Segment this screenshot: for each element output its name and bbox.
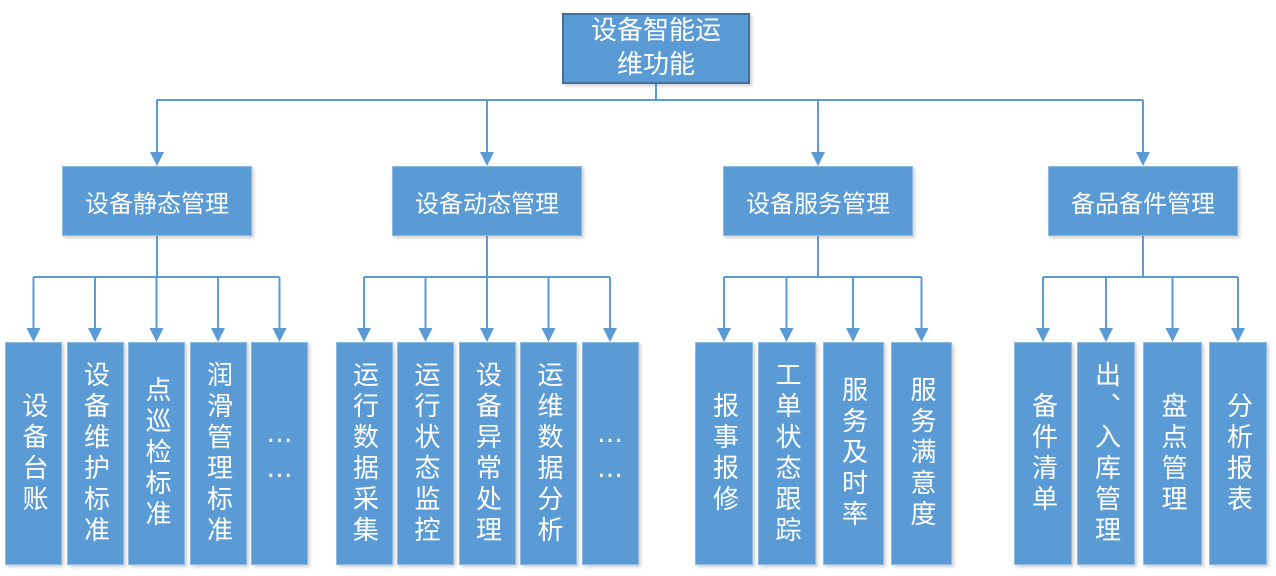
leaf-label: 运行状态监控 [410, 360, 440, 547]
arrowhead-leaf [779, 328, 794, 342]
leaf-label: 分析报表 [1222, 391, 1253, 516]
leaf-label: 出、入库管理 [1090, 360, 1121, 547]
arrowhead-branch-1 [150, 152, 164, 166]
leaf-node-stocktaking-mgmt: 盘点管理 [1143, 342, 1202, 565]
leaf-label: 运行数据采集 [348, 360, 379, 547]
leaf-label: 润滑管理标准 [202, 360, 233, 547]
leaf-label: 设备台账 [18, 391, 48, 516]
root-label-line-2: 维功能 [616, 49, 695, 80]
leaf-node-spare-parts-list: 备件清单 [1014, 342, 1072, 565]
leaf-node-abnormality-handling: 设备异常处理 [458, 342, 516, 565]
root-node: 设备智能运 维功能 [562, 13, 750, 84]
leaf-node-status-monitoring: 运行状态监控 [397, 342, 454, 565]
branch-node-spare-parts-mgmt: 备品备件管理 [1048, 166, 1238, 236]
leaf-node-om-data-analysis: 运维数据分析 [520, 342, 577, 565]
leaf-node-analysis-report: 分析报表 [1209, 342, 1267, 565]
leaf-node-ellipsis-dynamic: …… [581, 342, 639, 565]
root-label-line-1: 设备智能运 [590, 16, 721, 47]
leaf-node-equipment-ledger: 设备台账 [5, 342, 62, 565]
arrowhead-leaf [1099, 328, 1113, 342]
leaf-node-maintenance-standard: 设备维护标准 [66, 342, 124, 565]
arrowhead-leaf [846, 328, 860, 342]
arrowhead-branch-2 [480, 152, 494, 166]
leaf-node-data-collection: 运行数据采集 [335, 342, 393, 565]
arrowhead-leaf [717, 328, 731, 342]
connector-group-4 [1042, 236, 1239, 329]
leaf-label: 盘点管理 [1157, 391, 1187, 516]
branch-node-static-mgmt: 设备静态管理 [62, 166, 252, 236]
leaf-label: 运维数据分析 [533, 360, 563, 547]
arrowhead-leaf [1036, 328, 1050, 342]
arrowhead-leaf [480, 328, 494, 342]
arrowhead-branch-4 [1136, 152, 1150, 166]
arrowhead-leaf [418, 328, 433, 342]
arrowhead-leaf [26, 328, 41, 342]
leaf-label: …… [264, 418, 295, 489]
arrowhead-leaf [603, 328, 617, 342]
arrowhead-leaf [211, 328, 225, 342]
branch-node-service-mgmt: 设备服务管理 [723, 166, 913, 236]
connector-group-3 [723, 236, 923, 329]
leaf-node-service-satisfaction: 服务满意度 [891, 342, 952, 565]
branch-label: 设备服务管理 [746, 189, 890, 218]
arrowhead-leaf [88, 328, 102, 342]
root-node-label: 设备智能运 维功能 [591, 15, 721, 82]
connector-root-bus [156, 84, 1144, 153]
leaf-label: 服务及时率 [837, 376, 868, 531]
leaf-node-inspection-standard: 点巡检标准 [128, 342, 185, 565]
leaf-label: 报事报修 [708, 391, 739, 516]
leaf-label: 备件清单 [1027, 391, 1058, 516]
leaf-label: …… [595, 418, 625, 489]
leaf-label: 设备异常处理 [471, 360, 502, 547]
arrowhead-leaf [914, 328, 929, 342]
leaf-node-incident-repair-report: 报事报修 [695, 342, 753, 565]
arrowhead-leaf [357, 328, 371, 342]
branch-label: 设备动态管理 [415, 189, 559, 218]
leaf-label: 设备维护标准 [79, 360, 110, 547]
arrowhead-leaf [272, 328, 287, 342]
branch-label: 备品备件管理 [1071, 189, 1215, 218]
branch-node-dynamic-mgmt: 设备动态管理 [392, 166, 582, 236]
connector-group-1 [32, 236, 281, 329]
arrowhead-leaf [149, 328, 164, 342]
arrowhead-leaf [1231, 328, 1245, 342]
leaf-node-warehouse-in-out: 出、入库管理 [1077, 342, 1135, 565]
arrowhead-leaf [1165, 328, 1180, 342]
connector-group-2 [363, 236, 611, 329]
leaf-node-lubrication-standard: 润滑管理标准 [189, 342, 247, 565]
leaf-node-ellipsis-static: …… [251, 342, 308, 565]
leaf-node-service-timeliness: 服务及时率 [822, 342, 884, 565]
branch-label: 设备静态管理 [85, 189, 229, 218]
leaf-label: 工单状态跟踪 [771, 360, 801, 547]
leaf-node-workorder-tracking: 工单状态跟踪 [757, 342, 816, 565]
arrowhead-branch-3 [811, 152, 825, 166]
leaf-label: 服务满意度 [906, 376, 936, 531]
leaf-label: 点巡检标准 [141, 376, 171, 531]
arrowhead-leaf [541, 328, 556, 342]
